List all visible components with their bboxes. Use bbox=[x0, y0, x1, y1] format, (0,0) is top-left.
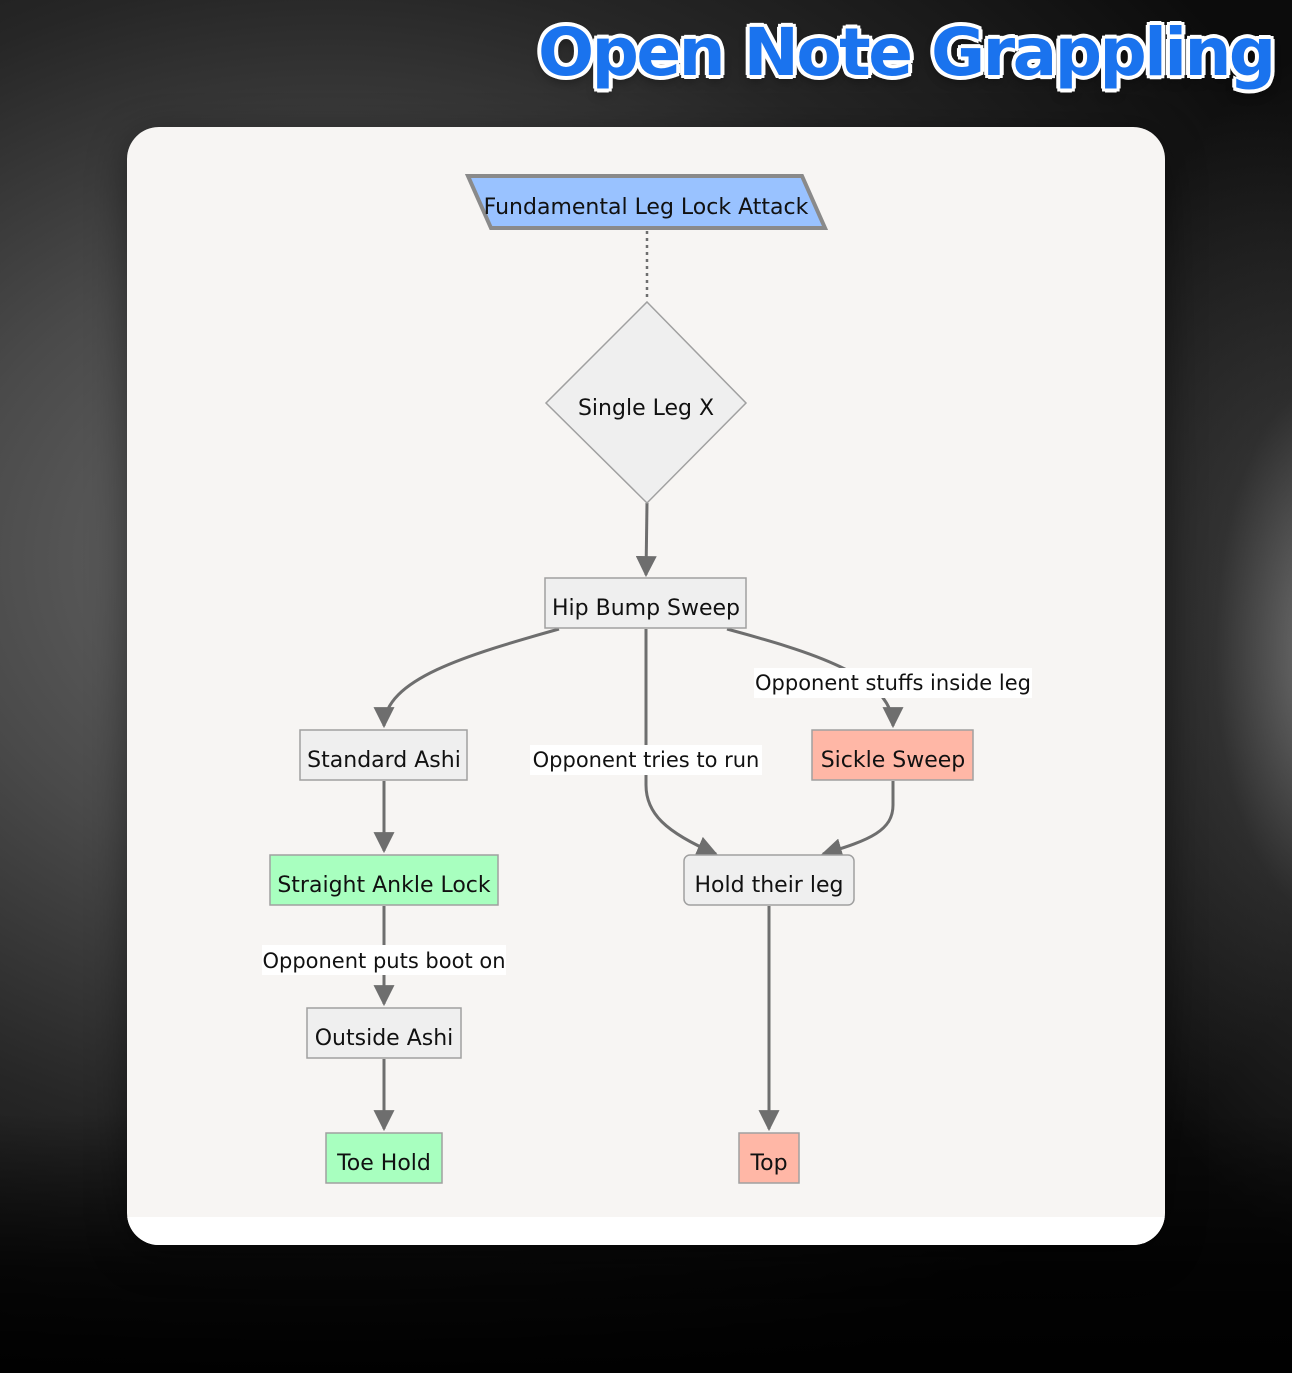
edge-label-text: Opponent puts boot on bbox=[262, 949, 505, 973]
node-fundamental-leg-lock-attack: Fundamental Leg Lock Attack bbox=[464, 174, 829, 230]
edge-sickle-sweep-to-hold-leg bbox=[820, 781, 895, 859]
node-label: Standard Ashi bbox=[307, 748, 461, 773]
edge-label-text: Opponent stuffs inside leg bbox=[755, 671, 1031, 695]
node-label: Toe Hold bbox=[336, 1151, 431, 1176]
edge-hip-bump-to-sickle-sweep bbox=[726, 627, 904, 729]
node-label: Outside Ashi bbox=[315, 1026, 454, 1051]
node-hold-their-leg: Hold their leg bbox=[683, 854, 855, 906]
card-footer-strip bbox=[127, 1217, 1165, 1245]
node-sickle-sweep: Sickle Sweep bbox=[811, 729, 974, 781]
edge-label-puts-boot-on: Opponent puts boot on bbox=[262, 945, 506, 975]
edge-hip-bump-to-standard-ashi bbox=[373, 627, 560, 729]
edge-hip-bump-to-hold-leg bbox=[644, 629, 718, 857]
node-single-leg-x: Single Leg X bbox=[544, 300, 748, 505]
edge-single-leg-x-to-hip-bump bbox=[635, 502, 657, 578]
node-top: Top bbox=[738, 1132, 800, 1184]
node-toe-hold: Toe Hold bbox=[325, 1132, 443, 1184]
node-label: Hip Bump Sweep bbox=[552, 596, 740, 621]
flowchart: Opponent stuffs inside leg Opponent trie… bbox=[262, 174, 1032, 1184]
node-label: Hold their leg bbox=[695, 873, 844, 898]
edge-label-tries-to-run: Opponent tries to run bbox=[530, 745, 762, 775]
node-label: Fundamental Leg Lock Attack bbox=[484, 195, 809, 220]
diagram-card: Opponent stuffs inside leg Opponent trie… bbox=[127, 127, 1165, 1245]
node-label: Top bbox=[749, 1151, 787, 1176]
node-label: Straight Ankle Lock bbox=[277, 873, 491, 898]
node-straight-ankle-lock: Straight Ankle Lock bbox=[269, 854, 499, 906]
node-outside-ashi: Outside Ashi bbox=[306, 1007, 462, 1059]
node-label: Sickle Sweep bbox=[821, 748, 966, 773]
node-label: Single Leg X bbox=[578, 396, 714, 421]
edge-label-text: Opponent tries to run bbox=[533, 748, 760, 772]
node-standard-ashi: Standard Ashi bbox=[299, 729, 468, 781]
node-hip-bump-sweep: Hip Bump Sweep bbox=[544, 577, 747, 629]
brand-title: Open Note Grappling bbox=[538, 14, 1276, 91]
edge-label-stuffs-inside-leg: Opponent stuffs inside leg bbox=[754, 668, 1032, 698]
